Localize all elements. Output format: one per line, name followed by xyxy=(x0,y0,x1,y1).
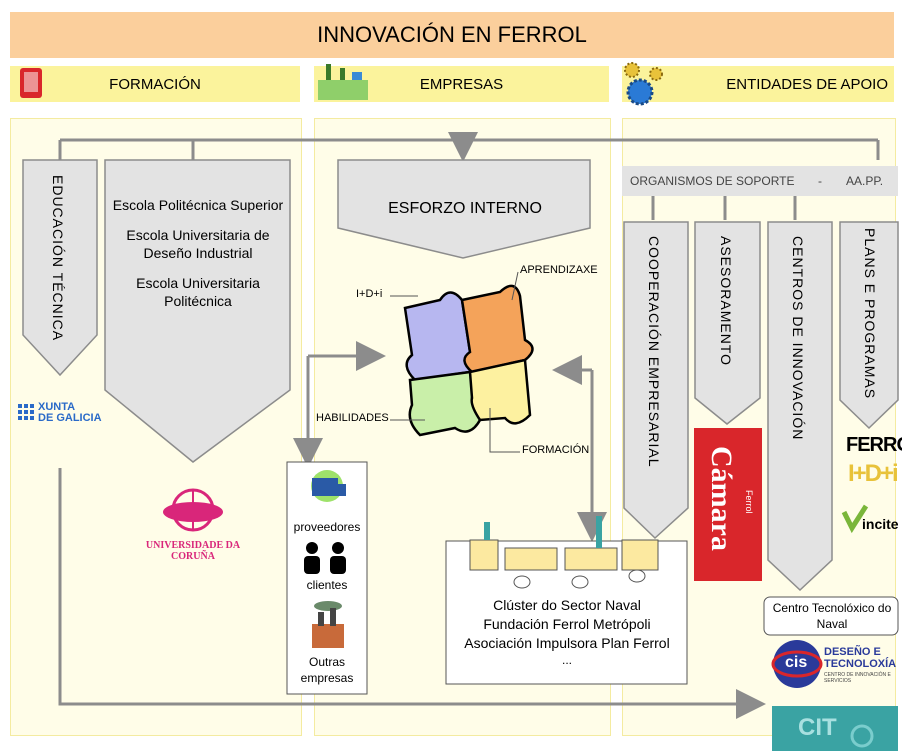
plans-label: PLANS E PROGRAMAS xyxy=(862,228,878,400)
section-formacion-label: FORMACIÓN xyxy=(109,75,201,93)
cluster-item: ... xyxy=(561,653,572,667)
school-eup: Escola Universitaria Politécnica xyxy=(136,275,260,309)
esforzo-interno-label: ESFORZO INTERNO xyxy=(388,200,542,217)
school-eps: Escola Politécnica Superior xyxy=(112,197,284,213)
aapp-label: AA.PP. xyxy=(846,174,884,188)
cluster-item: Fundación Ferrol Metrópoli xyxy=(483,616,651,632)
section-entidades-header: ENTIDADES DE APOIO xyxy=(622,66,894,102)
asesoramento-label: ASESORAMENTO xyxy=(718,236,734,366)
cis-title: DESEÑO E TECNOLOXÍA xyxy=(824,646,896,670)
camara-sub: Ferrol xyxy=(744,490,754,514)
other-companies-icon xyxy=(312,601,344,648)
university-name: UNIVERSIDADE DA CORUÑA xyxy=(145,540,241,562)
esforzo-interno-arrow xyxy=(337,159,591,259)
cis-sub: CENTRO DE INNOVACIÓN E SERVICIOS xyxy=(824,672,891,684)
puzzle-icon xyxy=(403,284,534,437)
organismos-dash: - xyxy=(818,174,822,188)
idi-logo: I+D+i xyxy=(848,460,899,487)
cluster-list: Clúster do Sector Naval Fundación Ferrol… xyxy=(448,596,686,667)
ferrol-logo: FERROL xyxy=(846,434,902,456)
idi-label: I+D+i xyxy=(356,288,383,300)
habilidades-label: HABILIDADES xyxy=(316,412,389,424)
diagram-title: INNOVACIÓN EN FERROL xyxy=(10,12,894,58)
xunta-line2: DE GALICIA xyxy=(38,412,102,424)
plans-arrow xyxy=(839,221,899,430)
people-icon xyxy=(304,542,346,574)
habilidades-connector xyxy=(293,341,386,468)
cit-logo xyxy=(772,706,898,751)
cluster-item: Asociación Impulsora Plan Ferrol xyxy=(464,635,670,651)
educacion-tecnica-arrow xyxy=(22,159,98,377)
incite-icon xyxy=(841,504,869,534)
xunta-line1: XUNTA xyxy=(38,401,76,413)
cluster-factories-icon xyxy=(469,516,659,589)
cis-text: cis xyxy=(785,654,808,671)
organismos-label: ORGANISMOS DE SOPORTE xyxy=(630,174,795,188)
bottom-connector xyxy=(58,468,766,719)
incite-label: incite xyxy=(862,516,899,532)
clientes-label: clientes xyxy=(306,578,348,592)
puzzle-leader-lines xyxy=(390,271,520,453)
cis-title-line1: DESEÑO E xyxy=(824,646,881,658)
section-formacion-header: FORMACIÓN xyxy=(10,66,300,102)
centro-box xyxy=(763,596,899,636)
cis-title-line2: TECNOLOXÍA xyxy=(824,658,897,670)
asesoramento-arrow xyxy=(694,221,761,425)
cit-gear-icon xyxy=(850,724,874,748)
factory-icon xyxy=(318,64,368,100)
cooperacion-label: COOPERACIÓN EMPRESARIAL xyxy=(646,236,662,468)
cooperacion-arrow xyxy=(623,221,689,540)
camara-text: Cámara xyxy=(705,446,738,551)
gears-icon xyxy=(624,62,663,106)
centros-arrow xyxy=(767,221,833,592)
cluster-item: Clúster do Sector Naval xyxy=(493,597,641,613)
outras-empresas-label: Outras empresas xyxy=(300,655,354,685)
schools-list: Escola Politécnica Superior Escola Unive… xyxy=(108,196,288,310)
cis-logo xyxy=(771,640,823,688)
schools-arrow xyxy=(104,159,291,463)
school-euadi: Escola Universitaria de Deseño Industria… xyxy=(126,227,270,261)
university-logo xyxy=(163,488,223,532)
formacion-connector xyxy=(552,355,607,542)
section-entidades-label: ENTIDADES DE APOIO xyxy=(726,75,888,93)
educacion-tecnica-label: EDUCACIÓN TÉCNICA xyxy=(50,175,66,342)
truck-icon xyxy=(311,470,346,502)
aprendizaxe-label: APRENDIZAXE xyxy=(520,264,598,276)
organismos-bar xyxy=(622,166,898,196)
formacion-puzzle-label: FORMACIÓN xyxy=(522,444,590,456)
section-empresas-label: EMPRESAS xyxy=(419,75,504,93)
centros-label: CENTROS DE INNOVACIÓN xyxy=(790,236,806,441)
xunta-logo xyxy=(18,404,34,420)
cit-text: CIT xyxy=(798,714,837,741)
centro-label: Centro Tecnolóxico do Naval xyxy=(772,601,892,631)
book-icon xyxy=(20,68,42,98)
proveedores-label: proveedores xyxy=(293,520,361,534)
camara-logo xyxy=(694,428,762,581)
xunta-text: XUNTA DE GALICIA xyxy=(38,402,102,424)
